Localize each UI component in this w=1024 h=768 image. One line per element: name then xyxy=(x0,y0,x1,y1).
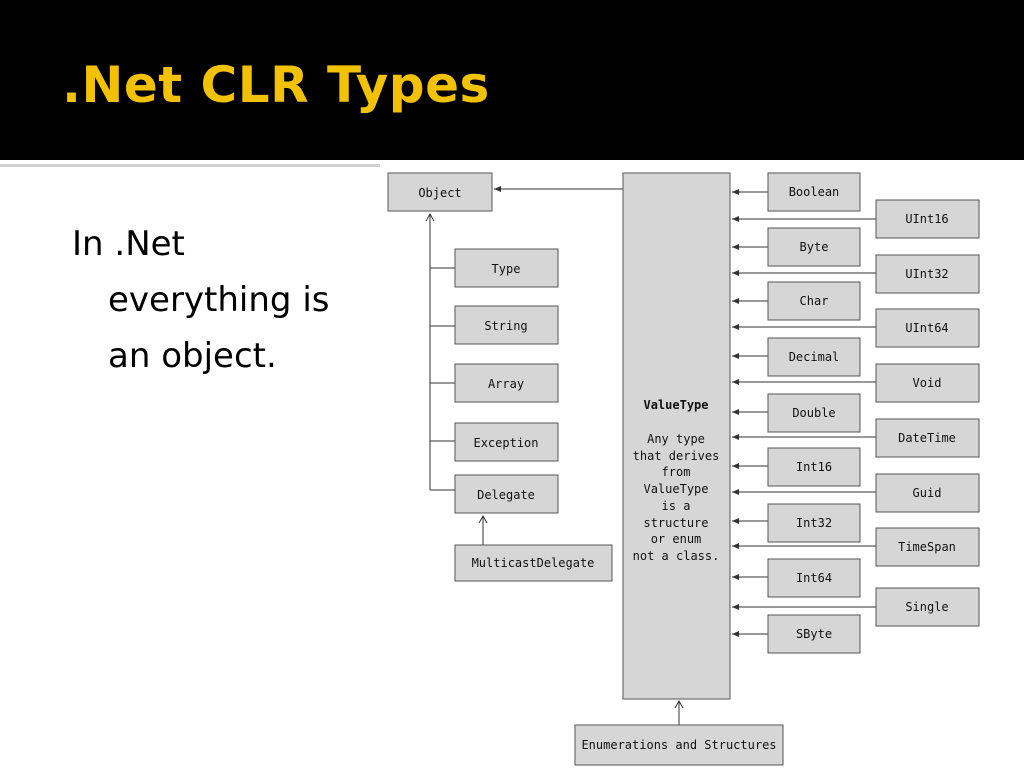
node-timespan-label: TimeSpan xyxy=(898,540,956,554)
node-enums-structs-label: Enumerations and Structures xyxy=(581,738,776,752)
node-boolean: Boolean xyxy=(767,172,861,212)
node-uint16-label: UInt16 xyxy=(905,212,948,226)
valuetype-desc-5: is a xyxy=(662,499,691,513)
node-array-label: Array xyxy=(488,377,524,391)
valuetype-desc-3: from xyxy=(662,465,691,479)
valuetype-title: ValueType xyxy=(643,398,708,412)
node-byte-label: Byte xyxy=(800,240,829,254)
node-guid: Guid xyxy=(875,473,980,513)
node-decimal: Decimal xyxy=(767,337,861,377)
node-double-label: Double xyxy=(792,406,835,420)
divider-line xyxy=(0,164,380,167)
node-sbyte: SByte xyxy=(767,614,861,654)
node-int64: Int64 xyxy=(767,558,861,598)
node-byte: Byte xyxy=(767,227,861,267)
bullet-text: In .Net everything is an object. xyxy=(72,216,372,384)
node-uint64-label: UInt64 xyxy=(905,321,948,335)
node-datetime: DateTime xyxy=(875,418,980,458)
node-double: Double xyxy=(767,393,861,433)
node-object: Object xyxy=(387,172,493,212)
valuetype-desc-6: structure xyxy=(643,516,708,530)
node-timespan: TimeSpan xyxy=(875,527,980,567)
node-delegate: Delegate xyxy=(454,474,559,514)
node-uint16: UInt16 xyxy=(875,199,980,239)
node-string: String xyxy=(454,305,559,345)
bullet-line-2: everything is xyxy=(108,280,330,320)
node-int16-label: Int16 xyxy=(796,460,832,474)
node-uint32-label: UInt32 xyxy=(905,267,948,281)
node-single-label: Single xyxy=(905,600,948,614)
valuetype-desc-2: that derives xyxy=(633,449,720,463)
node-enums-structs: Enumerations and Structures xyxy=(574,724,784,766)
node-uint32: UInt32 xyxy=(875,254,980,294)
node-exception-label: Exception xyxy=(473,436,538,450)
node-char: Char xyxy=(767,281,861,321)
node-multicastdelegate: MulticastDelegate xyxy=(454,544,613,582)
node-sbyte-label: SByte xyxy=(796,627,832,641)
node-single: Single xyxy=(875,587,980,627)
slide-title: .Net CLR Types xyxy=(62,56,490,114)
valuetype-desc-7: or enum xyxy=(651,532,702,546)
bullet-line-1: In .Net xyxy=(72,224,185,264)
title-bar: .Net CLR Types xyxy=(0,0,1024,160)
valuetype-desc-4: ValueType xyxy=(643,482,708,496)
node-int64-label: Int64 xyxy=(796,571,832,585)
node-exception: Exception xyxy=(454,422,559,462)
valuetype-connectors xyxy=(732,189,876,637)
node-multicastdelegate-label: MulticastDelegate xyxy=(472,556,595,570)
node-boolean-label: Boolean xyxy=(789,185,840,199)
node-delegate-label: Delegate xyxy=(477,488,535,502)
valuetype-desc-8: not a class. xyxy=(633,549,720,563)
node-uint64: UInt64 xyxy=(875,308,980,348)
node-int32-label: Int32 xyxy=(796,516,832,530)
node-type: Type xyxy=(454,248,559,288)
node-string-label: String xyxy=(484,319,527,333)
node-datetime-label: DateTime xyxy=(898,431,956,445)
node-valuetype: ValueType Any type that derives from Val… xyxy=(622,172,731,700)
node-decimal-label: Decimal xyxy=(789,350,840,364)
bullet-line-3: an object. xyxy=(108,336,277,376)
node-void-label: Void xyxy=(913,376,942,390)
node-void: Void xyxy=(875,363,980,403)
object-tree-connectors xyxy=(425,186,684,725)
valuetype-desc-1: Any type xyxy=(647,432,705,446)
node-guid-label: Guid xyxy=(913,486,942,500)
node-char-label: Char xyxy=(800,294,829,308)
node-array: Array xyxy=(454,363,559,403)
node-int32: Int32 xyxy=(767,503,861,543)
node-int16: Int16 xyxy=(767,447,861,487)
node-type-label: Type xyxy=(492,262,521,276)
node-object-label: Object xyxy=(418,186,461,200)
